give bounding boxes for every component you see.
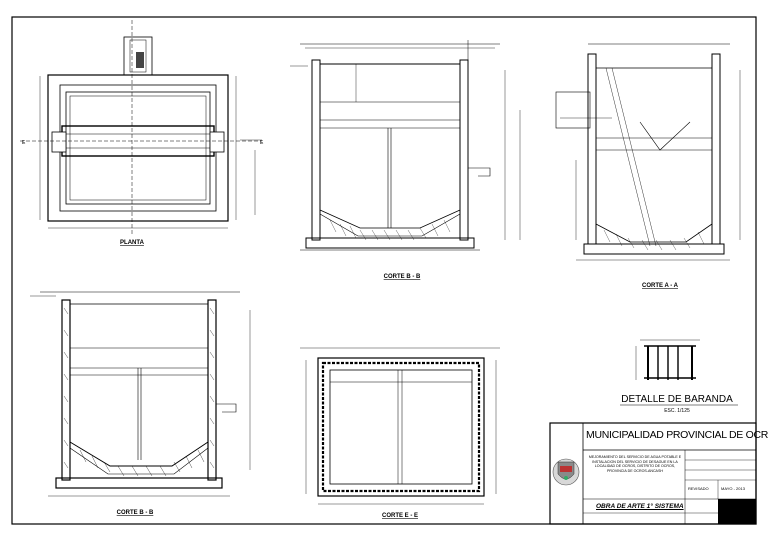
date-label: MAYO - 2013 (721, 486, 745, 491)
municipal-seal-icon (552, 458, 580, 486)
baranda-scale: ESC. 1/125 (664, 408, 690, 414)
project-description: MEJORAMIENTO DEL SERVICIO DE AGUA POTABL… (586, 455, 684, 473)
svg-text:E: E (22, 140, 26, 146)
planta-view: E E (20, 20, 264, 235)
project-line: PROVINCIA DE OCROS-ANCASH (607, 468, 663, 473)
corte-b-b-top-title: CORTE B - B (384, 274, 421, 280)
title-block (549, 422, 757, 525)
corte-b-b-top-view (290, 40, 521, 251)
project-line: LOCALIDAD DE OCROS, DISTRITO DE OCROS, (594, 464, 676, 469)
baranda-title: DETALLE DE BARANDA (621, 394, 733, 405)
corte-a-a-hatch (603, 229, 705, 251)
project-line: MEJORAMIENTO DEL SERVICIO DE AGUA POTABL… (588, 455, 682, 459)
project-line: INSTALACION DEL SERVICIO DE DESAGUE EN L… (592, 459, 678, 464)
baranda-detail (620, 339, 738, 406)
corte-b-b-top-hatch (329, 219, 451, 241)
corte-b-b-bottom-hatch (63, 307, 215, 477)
corte-e-e-title: CORTE E - E (382, 513, 418, 519)
sheet-border (11, 16, 757, 525)
corte-e-e-view (300, 347, 500, 505)
entity-name: MUNICIPALIDAD PROVINCIAL DE OCROS (586, 429, 768, 441)
svg-text:E: E (260, 140, 264, 146)
corte-b-b-bottom-title: CORTE B - B (117, 510, 154, 516)
corte-a-a-view (555, 43, 741, 261)
corte-a-a-title: CORTE A - A (642, 283, 679, 289)
sheet-title: OBRA DE ARTE 1° SISTEMA (596, 503, 684, 510)
revision-label: REVISADO (688, 486, 709, 491)
corte-b-b-bottom-view (30, 291, 251, 497)
planta-title: PLANTA (120, 240, 145, 246)
